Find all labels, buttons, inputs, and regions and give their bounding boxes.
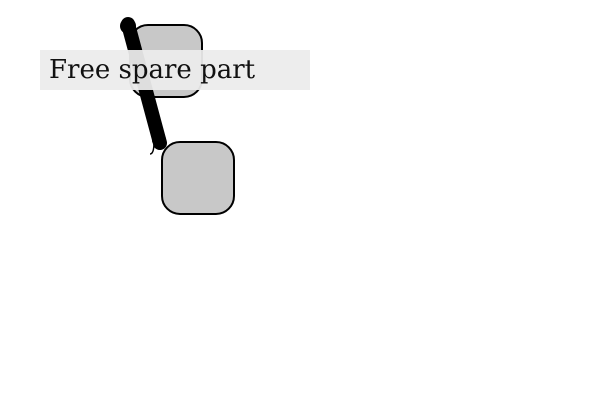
rod-end-top (120, 18, 136, 34)
spare-part-bottom[interactable] (161, 141, 235, 215)
rod-end-bottom (152, 133, 166, 147)
tooltip-text: Free spare part (49, 55, 256, 85)
part-tooltip: Free spare part (40, 50, 310, 90)
rod-hook-mark (149, 141, 155, 155)
